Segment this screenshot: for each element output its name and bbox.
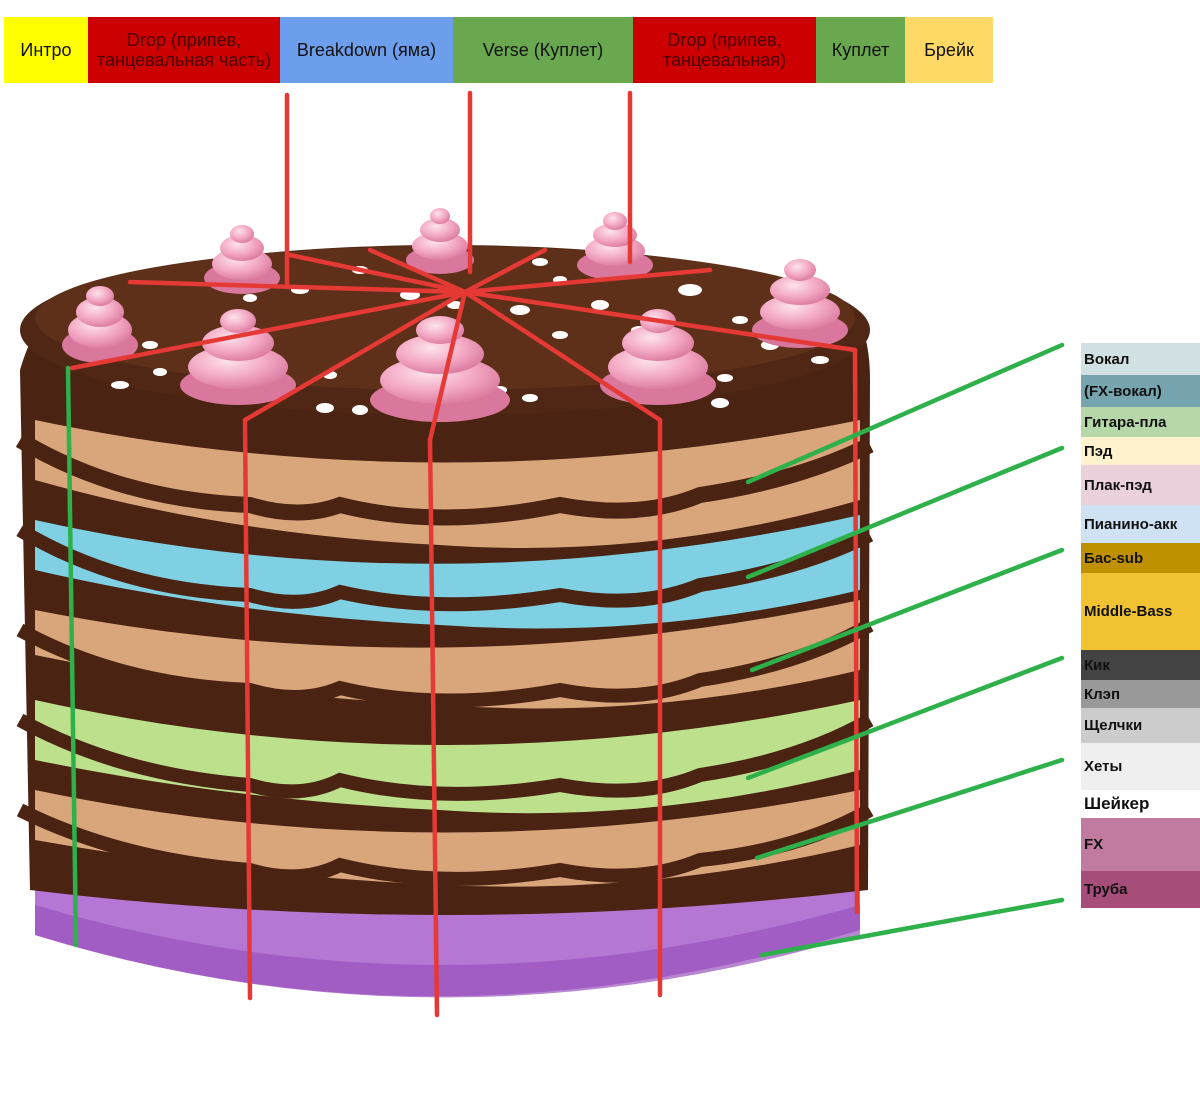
cake-tan-layer-1	[35, 420, 860, 548]
legend-item-vocal: Вокал	[1081, 343, 1200, 375]
legend-item-clap: Клэп	[1081, 680, 1200, 708]
slice-lines	[69, 90, 860, 1018]
legend-item-fx-vocal: (FX-вокал)	[1081, 375, 1200, 407]
legend-item-shaker: Шейкер	[1081, 790, 1200, 818]
legend-item-clicks: Щелчки	[1081, 708, 1200, 743]
section-intro: Интро	[4, 17, 88, 83]
cream-swirls	[62, 208, 848, 422]
legend-item-guitar: Гитара-пла	[1081, 407, 1200, 437]
legend-item-pad: Пэд	[1081, 437, 1200, 465]
legend-item-sub-bass: Бас-sub	[1081, 543, 1200, 573]
legend-item-fx: FX	[1081, 818, 1200, 871]
legend-item-trumpet: Труба	[1081, 871, 1200, 908]
song-section-bar: Интро Drop (припев, танцевальная часть) …	[4, 17, 993, 83]
section-drop-1: Drop (припев, танцевальная часть)	[88, 17, 280, 83]
cake-tan-layer-2	[35, 600, 860, 709]
legend-item-piano: Пианино-акк	[1081, 505, 1200, 543]
legend-item-kick: Кик	[1081, 650, 1200, 680]
legend-item-middle-bass: Middle-Bass	[1081, 573, 1200, 650]
layer-pointer-lines	[65, 342, 1065, 958]
legend-item-pluck-pad: Плак-пэд	[1081, 465, 1200, 505]
section-couplet: Куплет	[816, 17, 905, 83]
section-break: Брейк	[905, 17, 993, 83]
section-breakdown: Breakdown (яма)	[280, 17, 453, 83]
section-drop-2: Drop (припев, танцевальная)	[633, 17, 816, 83]
section-verse: Verse (Куплет)	[453, 17, 633, 83]
legend-item-hats: Хеты	[1081, 743, 1200, 790]
